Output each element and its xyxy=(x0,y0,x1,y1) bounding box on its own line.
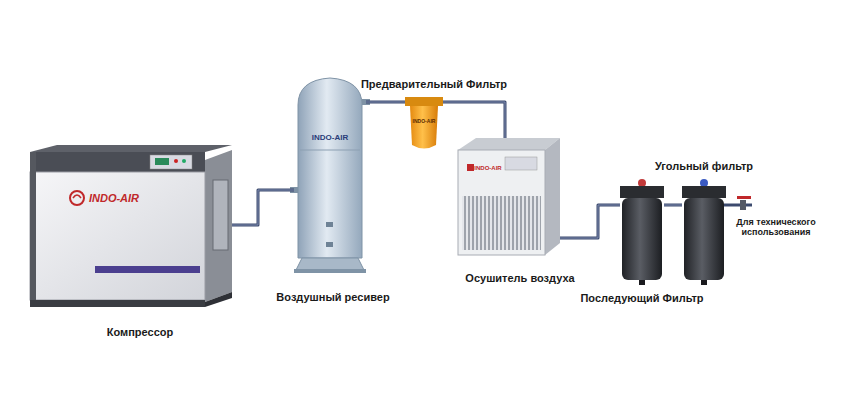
equipment-label: Компрессор xyxy=(107,326,173,339)
pipe-line xyxy=(232,190,294,225)
equipment-label: Воздушный ресивер xyxy=(276,291,389,304)
brand-label: INDO-AIR xyxy=(413,119,436,125)
pipe-highlight xyxy=(560,205,620,238)
pipe-connector xyxy=(366,102,405,103)
equipment-node: Последующий Фильтр xyxy=(620,180,664,285)
compressor-drawing xyxy=(30,145,232,307)
equipment-node: Осушитель воздуха xyxy=(458,138,560,255)
equipment-label: Осушитель воздуха xyxy=(465,272,574,285)
pipe-highlight xyxy=(443,102,505,138)
equipment-label: Последующий Фильтр xyxy=(580,292,703,305)
receiver-drawing xyxy=(290,78,370,273)
dryer-drawing xyxy=(458,138,560,255)
equipment-node: Воздушный ресивер xyxy=(294,78,366,273)
pipe-connector xyxy=(560,205,620,238)
pipe-connector xyxy=(232,190,294,225)
pipe-line xyxy=(560,205,620,238)
pipe-highlight xyxy=(664,205,682,206)
pipe-highlight xyxy=(366,102,405,103)
carbon-filter-drawing xyxy=(682,179,726,285)
brand-label: INDO-AIR xyxy=(474,165,501,172)
pipe-highlight xyxy=(232,190,294,225)
pipe-line xyxy=(443,102,505,138)
pipe-connector xyxy=(664,205,682,206)
brand-label: INDO-AIR xyxy=(312,133,348,142)
pipe-line xyxy=(664,204,682,207)
pipe-line xyxy=(366,101,405,104)
pipe-connector xyxy=(443,102,505,138)
outlet-label: Для технического использования xyxy=(728,217,824,238)
equipment-label: Угольный фильтр xyxy=(655,160,753,173)
equipment-label: Предварительный Фильтр xyxy=(361,78,507,91)
brand-label: INDO-AIR xyxy=(89,192,139,205)
after-filter-drawing xyxy=(620,179,664,285)
equipment-node: Компрессор xyxy=(30,145,232,308)
equipment-node: Угольный фильтр xyxy=(682,180,726,285)
outlet-pipe xyxy=(724,196,752,210)
prefilter-drawing xyxy=(405,97,443,149)
